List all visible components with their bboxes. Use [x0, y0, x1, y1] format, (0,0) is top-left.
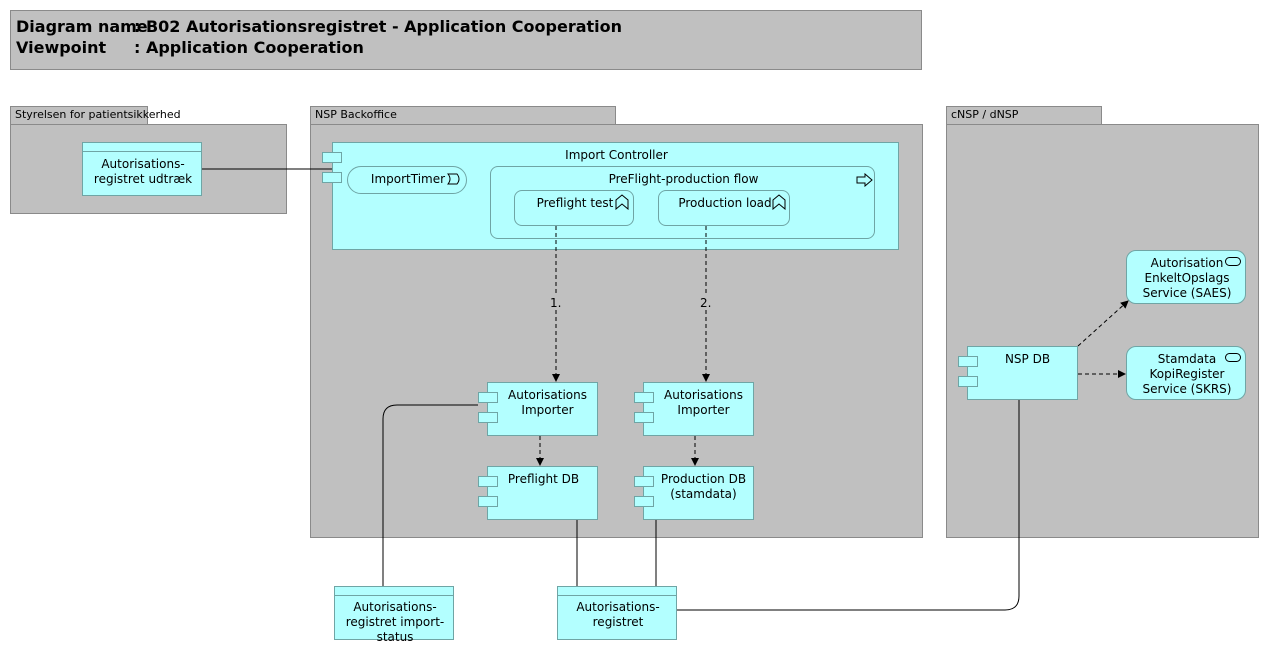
diagram-name-key: Diagram name [16, 17, 148, 36]
data-object-icon [558, 587, 676, 596]
event-import-timer[interactable]: ImportTimer [347, 166, 467, 194]
edge-nsp-db-saes[interactable] [1077, 300, 1129, 347]
component-icon [634, 496, 654, 507]
service-icon [1225, 257, 1241, 266]
production-db-label-line1: Production DB [660, 472, 747, 486]
edge-label-step1: 1. [550, 296, 562, 310]
data-object-icon [83, 143, 201, 152]
importer-2-label-line1: Autorisations [664, 388, 743, 402]
viewpoint-row: Viewpoint : Application Cooperation [16, 38, 364, 57]
component-icon [634, 476, 654, 487]
component-icon [322, 172, 342, 183]
importer-2-label-line2: Importer [677, 403, 730, 417]
function-icon [615, 194, 629, 210]
component-preflight-db[interactable]: Preflight DB [487, 466, 598, 520]
function-preflight-test[interactable]: Preflight test [514, 190, 634, 226]
import-controller-label: Import Controller [565, 148, 668, 162]
process-icon [856, 173, 873, 187]
nsp-db-label: NSP DB [1004, 352, 1051, 366]
production-db-label-line2: (stamdata) [670, 487, 737, 501]
preflight-db-label: Preflight DB [507, 472, 580, 486]
importer-1-label-line1: Autorisations [508, 388, 587, 402]
data-object-registret[interactable]: Autorisations- registret [557, 586, 677, 640]
group-cnsp-tab[interactable]: cNSP / dNSP [946, 106, 1102, 125]
saes-label-line1: Autorisation [1150, 256, 1224, 270]
group-cnsp-label: cNSP / dNSP [951, 108, 1019, 121]
group-nsp-backoffice-tab[interactable]: NSP Backoffice [310, 106, 616, 125]
component-icon [958, 356, 978, 367]
component-icon [958, 376, 978, 387]
group-styrelsen-label: Styrelsen for patientsikkerhed [15, 108, 181, 121]
component-production-db[interactable]: Production DB (stamdata) [643, 466, 754, 520]
component-icon [322, 152, 342, 163]
skrs-label-line1: Stamdata [1157, 352, 1217, 366]
viewpoint-value: : Application Cooperation [134, 38, 364, 57]
function-icon [772, 194, 786, 210]
import-timer-label: ImportTimer [370, 172, 446, 186]
viewpoint-key: Viewpoint [16, 38, 107, 57]
saes-label-line2: EnkeltOpslags [1144, 271, 1230, 285]
import-status-label-line2: registret import- [345, 615, 445, 629]
component-nsp-db[interactable]: NSP DB [967, 346, 1078, 400]
diagram-header: Diagram name: B02 Autorisationsregistret… [10, 10, 922, 70]
skrs-label-line3: Service (SKRS) [1142, 382, 1232, 396]
data-object-udtraek[interactable]: Autorisations-registret udtræk [82, 142, 202, 196]
diagram-name-value: : B02 Autorisationsregistret - Applicati… [134, 17, 623, 36]
component-autorisations-importer-1[interactable]: Autorisations Importer [487, 382, 598, 436]
production-load-label: Production load [678, 196, 772, 210]
component-icon [478, 476, 498, 487]
edge-registret-nsp-db[interactable] [677, 400, 1020, 611]
group-nsp-backoffice-label: NSP Backoffice [315, 108, 397, 121]
edge-importer1-import-status[interactable] [382, 404, 478, 586]
component-autorisations-importer-2[interactable]: Autorisations Importer [643, 382, 754, 436]
data-object-icon [335, 587, 453, 596]
registret-label-line1: Autorisations- [576, 600, 660, 614]
import-status-label-line3: status [376, 630, 414, 644]
group-cnsp[interactable] [946, 124, 1259, 538]
event-icon [447, 173, 460, 185]
service-icon [1225, 353, 1241, 362]
data-object-import-status[interactable]: Autorisations- registret import- status [334, 586, 454, 644]
component-icon [478, 412, 498, 423]
preflight-flow-label: PreFlight-production flow [608, 172, 759, 186]
import-status-label-line1: Autorisations- [353, 600, 437, 614]
component-icon [634, 392, 654, 403]
udtraek-label: Autorisations-registret udtræk [93, 157, 193, 186]
preflight-test-label: Preflight test [536, 196, 614, 210]
function-production-load[interactable]: Production load [658, 190, 790, 226]
edge-label-step2: 2. [700, 296, 712, 310]
skrs-label-line2: KopiRegister [1149, 367, 1225, 381]
service-saes[interactable]: Autorisation EnkeltOpslags Service (SAES… [1126, 250, 1246, 304]
registret-label-line2: registret [592, 615, 644, 629]
component-icon [478, 392, 498, 403]
component-icon [478, 496, 498, 507]
diagram-name-row: Diagram name: B02 Autorisationsregistret… [16, 17, 622, 36]
component-icon [634, 412, 654, 423]
saes-label-line3: Service (SAES) [1142, 286, 1232, 300]
importer-1-label-line2: Importer [521, 403, 574, 417]
